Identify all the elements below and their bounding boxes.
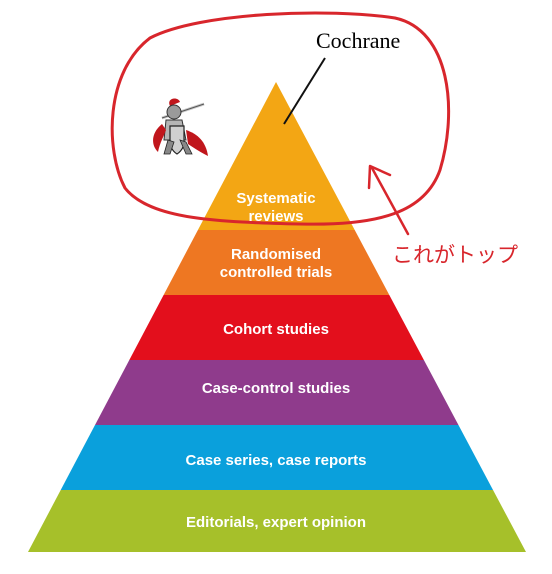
tier-label-systematic-line2: reviews — [248, 208, 303, 225]
pyramid-tier-systematic-reviews — [197, 178, 355, 230]
tier-label-systematic-line1: Systematic — [236, 190, 315, 207]
pyramid-tier-case-control-studies — [95, 360, 459, 425]
pyramid-tier-cohort-studies — [129, 295, 424, 360]
red-arrow — [367, 164, 410, 236]
handwritten-note: これがトップ — [392, 243, 518, 267]
tier-label-cohort: Cohort studies — [223, 321, 329, 338]
pyramid-tier-randomised-controlled-trials — [163, 230, 390, 295]
hand-drawn-circle — [110, 11, 451, 226]
pyramid-tier-apex — [225, 82, 328, 178]
tier-label-rct-line1: Randomised — [231, 246, 321, 263]
tier-label-case-control: Case-control studies — [202, 380, 350, 397]
cochrane-label: Cochrane — [316, 28, 400, 53]
tier-label-editorials: Editorials, expert opinion — [186, 514, 366, 531]
pyramid-tiers — [28, 82, 526, 552]
pyramid-tier-editorials-expert-opinion — [28, 490, 526, 552]
tier-label-case-series: Case series, case reports — [186, 452, 367, 469]
pyramid-tier-case-series — [60, 425, 494, 490]
pointer-line — [283, 57, 326, 125]
tier-labels: Systematic reviews Randomised controlled… — [186, 190, 367, 531]
tier-label-rct-line2: controlled trials — [220, 264, 333, 281]
knight-icon — [153, 98, 208, 156]
